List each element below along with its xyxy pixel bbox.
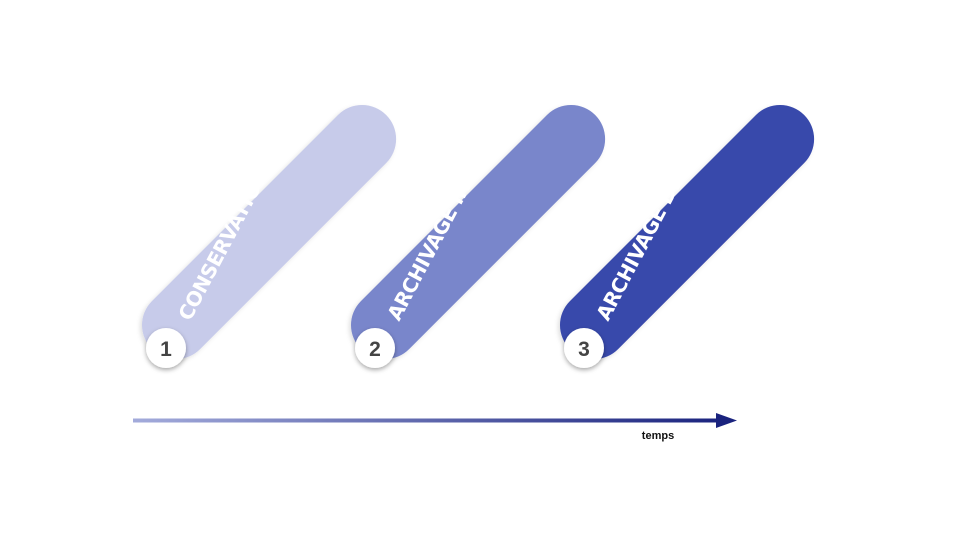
phase-2-badge — [355, 328, 395, 368]
arrowhead-icon — [716, 413, 737, 428]
phase-2-pill — [350, 104, 606, 360]
timeline-label: temps — [642, 430, 674, 442]
phase-3-badge — [564, 328, 604, 368]
phase-3-pill — [559, 104, 815, 360]
phase-3-number: 3 — [578, 338, 590, 361]
timeline-line — [133, 418, 723, 423]
phase-1-number: 1 — [160, 338, 172, 361]
timeline-arrow: temps — [133, 413, 737, 442]
phase-2-number: 2 — [369, 338, 381, 361]
phase-1-badge — [146, 328, 186, 368]
phase-1-pill — [141, 104, 397, 360]
